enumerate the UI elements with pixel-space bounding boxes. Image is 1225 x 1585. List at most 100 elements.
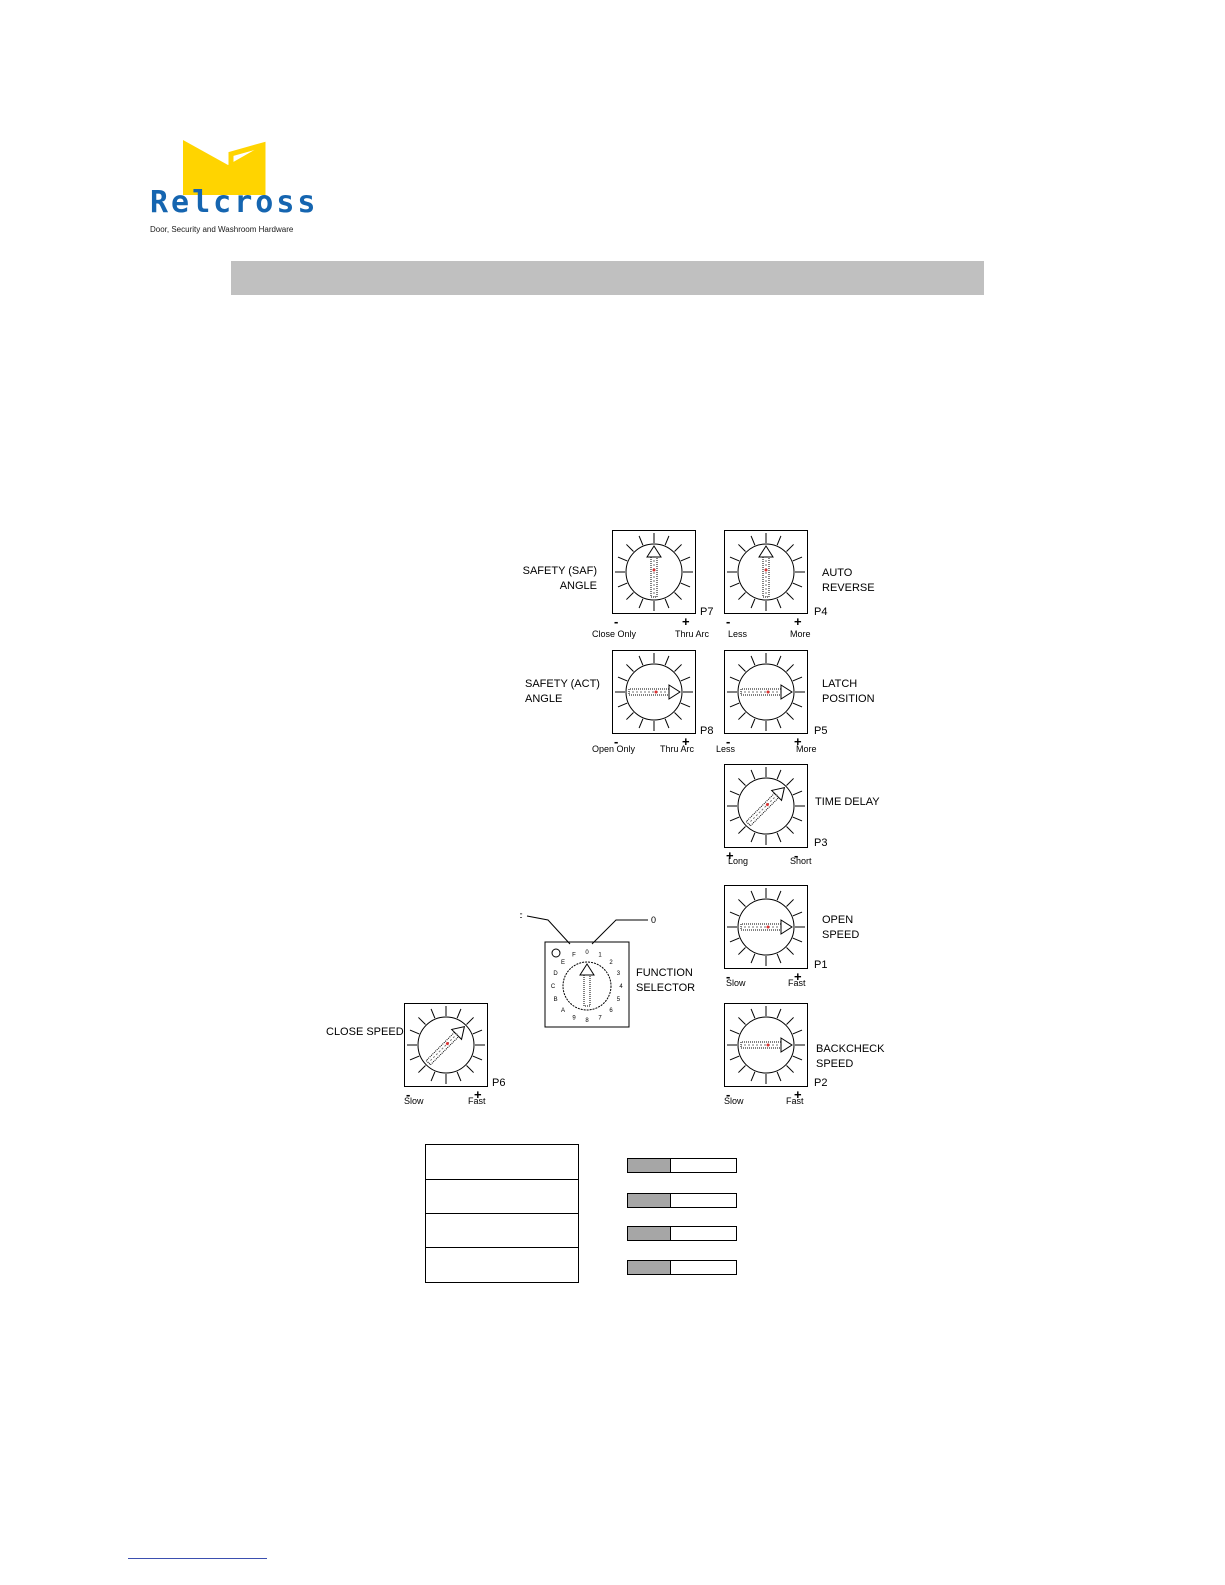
dial-tick xyxy=(750,1071,756,1082)
settings-table xyxy=(425,1144,579,1283)
dial-tick xyxy=(776,718,782,729)
dial-tick xyxy=(638,655,644,666)
level-bar-fill xyxy=(628,1261,672,1274)
dial-tick xyxy=(626,544,634,552)
dial-tick xyxy=(729,790,740,796)
dial-code-p5: P5 xyxy=(814,725,828,737)
dial-code-p6: P6 xyxy=(492,1077,506,1089)
dial-left-sign: - xyxy=(726,1087,731,1102)
dial-left-sign: - xyxy=(726,969,731,984)
dial-tick xyxy=(792,676,803,682)
selector-digit: 7 xyxy=(598,1015,602,1021)
logo-door-left xyxy=(183,140,228,195)
dial-p7[interactable] xyxy=(612,530,696,614)
dial-p4[interactable] xyxy=(724,530,808,614)
dial-tick xyxy=(638,718,644,729)
selector-arrow-head xyxy=(579,963,595,976)
dial-graphic xyxy=(727,888,805,966)
dial-tick xyxy=(729,582,740,588)
dial-title-p4: AUTO REVERSE xyxy=(822,567,875,594)
dial-p2[interactable] xyxy=(724,1003,808,1087)
logo-tagline: Door, Security and Washroom Hardware xyxy=(150,225,294,234)
dial-graphic xyxy=(727,1006,805,1084)
dial-tick xyxy=(680,676,691,682)
dial-arrow-icon xyxy=(758,545,774,598)
dial-graphic xyxy=(727,767,805,845)
level-bar-fill xyxy=(628,1159,672,1172)
dial-tick xyxy=(664,655,670,666)
dial-tick xyxy=(626,712,634,720)
dial-tick xyxy=(750,832,756,843)
dial-tick xyxy=(776,953,782,964)
selector-digit: 5 xyxy=(617,997,621,1003)
dial-right-sign: - xyxy=(794,848,799,863)
dial-tick xyxy=(738,1017,746,1025)
dial-p1[interactable] xyxy=(724,885,808,969)
dial-tick xyxy=(776,598,782,609)
dial-title-p3: TIME DELAY xyxy=(815,796,880,808)
leader-line-0 xyxy=(591,919,648,945)
dial-p3[interactable] xyxy=(724,764,808,848)
dial-p8[interactable] xyxy=(612,650,696,734)
selector-digit: 4 xyxy=(619,984,623,990)
dial-tick xyxy=(750,718,756,729)
dial-tick xyxy=(750,890,756,901)
dial-right-sign: + xyxy=(682,614,690,629)
dial-left-sign: - xyxy=(726,734,731,749)
dial-arrow-icon xyxy=(740,919,793,935)
dial-tick xyxy=(617,702,628,708)
dial-minus-label: Long xyxy=(728,856,749,866)
dial-p6[interactable] xyxy=(404,1003,488,1087)
dial-tick xyxy=(776,890,782,901)
dial-tick xyxy=(786,592,794,600)
dial-tick xyxy=(729,816,740,822)
dial-tick xyxy=(786,778,794,786)
level-bar-fill xyxy=(628,1227,672,1240)
dial-tick xyxy=(729,556,740,562)
dial-minus-label: Less xyxy=(716,744,736,754)
dial-right-sign: + xyxy=(794,614,802,629)
dial-tick xyxy=(738,778,746,786)
dial-tick xyxy=(786,1017,794,1025)
dial-tick xyxy=(738,826,746,834)
dial-p5[interactable] xyxy=(724,650,808,734)
dial-tick xyxy=(674,544,682,552)
logo-door-right xyxy=(228,145,263,195)
dial-minus-label: Open Only xyxy=(592,744,636,754)
dial-right-sign: + xyxy=(474,1087,482,1102)
selector-digit: 8 xyxy=(585,1018,589,1024)
dial-plus-label: More xyxy=(790,629,811,639)
dial-tick xyxy=(792,937,803,943)
dial-arrow-icon xyxy=(646,545,662,598)
dial-tick xyxy=(418,1065,426,1073)
dial-tick xyxy=(729,702,740,708)
logo: Relcross Door, Security and Washroom Har… xyxy=(150,140,316,235)
dial-plus-label: Thru Arc xyxy=(660,744,695,754)
dial-minus-label: Slow xyxy=(404,1096,424,1106)
selector-arrow-icon xyxy=(583,973,591,1007)
dial-tick xyxy=(626,592,634,600)
selector-digit: 1 xyxy=(598,953,602,959)
dial-code-p4: P4 xyxy=(814,606,828,618)
footer-rule xyxy=(128,1558,267,1559)
dial-tick xyxy=(664,535,670,546)
dial-code-p8: P8 xyxy=(700,725,714,737)
dial-arrow-icon xyxy=(745,786,786,827)
dial-tick xyxy=(738,592,746,600)
dial-plus-label: Fast xyxy=(786,1096,804,1106)
dial-tick xyxy=(456,1071,462,1082)
pointer-label-0: 0 xyxy=(651,915,656,925)
dial-tick xyxy=(472,1029,483,1035)
dial-tick xyxy=(729,911,740,917)
table-row xyxy=(425,1247,579,1283)
dial-tick xyxy=(674,592,682,600)
dial-tick xyxy=(729,676,740,682)
dial-right-sign: + xyxy=(794,734,802,749)
dial-title-p1: OPEN SPEED xyxy=(822,914,860,941)
dial-right-sign: + xyxy=(682,734,690,749)
dial-minus-label: Less xyxy=(728,629,748,639)
dial-tick xyxy=(674,664,682,672)
dial-tick xyxy=(792,790,803,796)
dial-plus-label: More xyxy=(796,744,817,754)
dial-tick xyxy=(750,535,756,546)
